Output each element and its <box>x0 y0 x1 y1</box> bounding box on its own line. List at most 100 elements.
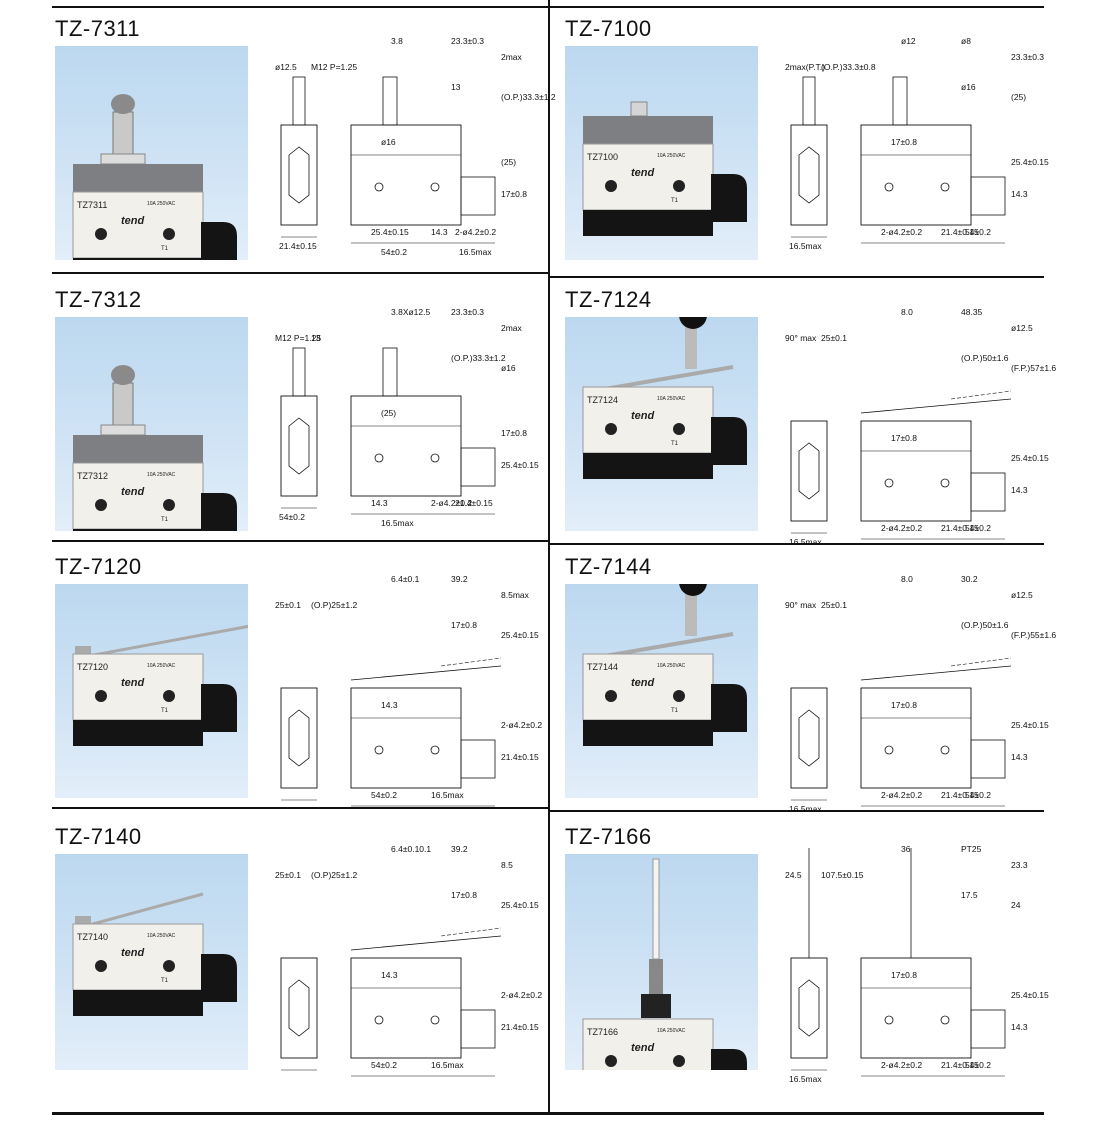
terminal-label: T1 <box>671 708 679 714</box>
dimension-label: 14.3 <box>1011 1022 1028 1032</box>
dimension-label: 17±0.8 <box>891 137 917 147</box>
dimension-label: 17±0.8 <box>501 428 527 438</box>
dimension-label: 14.3 <box>1011 752 1028 762</box>
dimension-label: 14.3 <box>381 970 398 980</box>
row-separator <box>52 272 548 274</box>
model-title: TZ-7312 <box>55 287 142 312</box>
dimension-label: 2-ø4.2±0.2 <box>881 790 922 800</box>
dimension-label: 54±0.2 <box>371 790 397 800</box>
dimension-label: 17±0.8 <box>891 970 917 980</box>
dimension-label: (F.P.)55±1.6 <box>1011 630 1056 640</box>
dimension-label: 16.5max <box>789 804 822 814</box>
dimension-label: M12 P=1.25 <box>311 62 357 72</box>
dimension-label: 25.4±0.15 <box>1011 157 1049 167</box>
dimension-label: 3.8Xø12.5 <box>391 307 430 317</box>
row-separator <box>550 543 1044 545</box>
dimension-label: 21.4±0.15 <box>501 1022 539 1032</box>
dimension-label: 25.4±0.15 <box>1011 720 1049 730</box>
terminal-label: T1 <box>671 441 679 447</box>
dimension-label: 24 <box>1011 900 1021 910</box>
dimension-label: 16.5max <box>459 247 492 257</box>
dimension-label: ø12.5 <box>275 62 297 72</box>
dimension-label: 16.5max <box>431 1060 464 1070</box>
dimension-label: ø16 <box>501 363 516 373</box>
dimension-label: (O.P)25±1.2 <box>311 870 358 880</box>
photo-rating-label: 10A 250VAC <box>147 472 176 478</box>
terminal-label: T1 <box>161 978 169 984</box>
dimension-label: 25±0.1 <box>275 600 301 610</box>
photo-rating-label: 10A 250VAC <box>657 396 686 402</box>
dimension-label: 17±0.8 <box>891 700 917 710</box>
dimension-label: 39.2 <box>451 844 468 854</box>
dimension-label: 21.4±0.15 <box>279 241 317 251</box>
model-title: TZ-7120 <box>55 554 142 579</box>
dimension-label: 2-ø4.2±0.2 <box>881 227 922 237</box>
dimension-label: 25±0.1 <box>821 333 847 343</box>
model-title: TZ-7124 <box>565 287 652 312</box>
model-title: TZ-7311 <box>55 16 141 41</box>
photo-model-label: TZ7120 <box>77 662 108 672</box>
photo-model-label: TZ7311 <box>77 200 107 210</box>
dimension-label: 21.4±0.15 <box>455 498 493 508</box>
dimension-label: 25.4±0.15 <box>501 630 539 640</box>
photo-model-label: TZ7140 <box>77 932 108 942</box>
photo-model-label: TZ7144 <box>587 662 618 672</box>
photo-rating-label: 10A 250VAC <box>657 663 686 669</box>
dimension-label: 25±0.1 <box>275 870 301 880</box>
dimension-label: 36 <box>901 844 911 854</box>
dimension-label: (F.P.)57±1.6 <box>1011 363 1056 373</box>
dimension-label: 90° max <box>785 600 817 610</box>
dimension-label: 16.5max <box>789 241 822 251</box>
terminal-label: T1 <box>161 517 169 523</box>
dimension-label: 17±0.8 <box>501 189 527 199</box>
brand-logo: tend <box>121 947 145 959</box>
dimension-label: 23.3 <box>1011 860 1028 870</box>
dimension-label: ø12.5 <box>1011 590 1033 600</box>
dimension-label: (O.P.)33.3±0.8 <box>821 62 876 72</box>
dimension-label: 2-ø4.2±0.2 <box>501 720 542 730</box>
model-title: TZ-7140 <box>55 824 142 849</box>
dimension-label: (25) <box>501 157 516 167</box>
dimension-label: (O.P.)50±1.6 <box>961 620 1009 630</box>
dimension-label: 21.4±0.15 <box>501 752 539 762</box>
dimension-label: 90° max <box>785 333 817 343</box>
terminal-label: T1 <box>671 198 679 204</box>
dimension-label: 8.5max <box>501 590 530 600</box>
dimension-label: 6.4±0.10.1 <box>391 844 431 854</box>
dimension-label: 54±0.2 <box>965 523 991 533</box>
dimension-label: 54±0.2 <box>381 247 407 257</box>
dimension-label: 14.3 <box>1011 189 1028 199</box>
model-title: TZ-7144 <box>565 554 652 579</box>
model-title: TZ-7100 <box>565 16 652 41</box>
dimension-label: 107.5±0.15 <box>821 870 864 880</box>
brand-logo: tend <box>121 215 145 227</box>
brand-logo: tend <box>631 167 655 179</box>
dimension-label: 30.2 <box>961 574 978 584</box>
terminal-label: T1 <box>161 246 169 252</box>
dimension-label: 8.5 <box>501 860 513 870</box>
dimension-label: 25.4±0.15 <box>1011 453 1049 463</box>
dimension-label: (O.P.)33.3±1.2 <box>501 92 556 102</box>
dimension-label: PT25 <box>961 844 982 854</box>
dimension-label: 54±0.2 <box>965 1060 991 1070</box>
